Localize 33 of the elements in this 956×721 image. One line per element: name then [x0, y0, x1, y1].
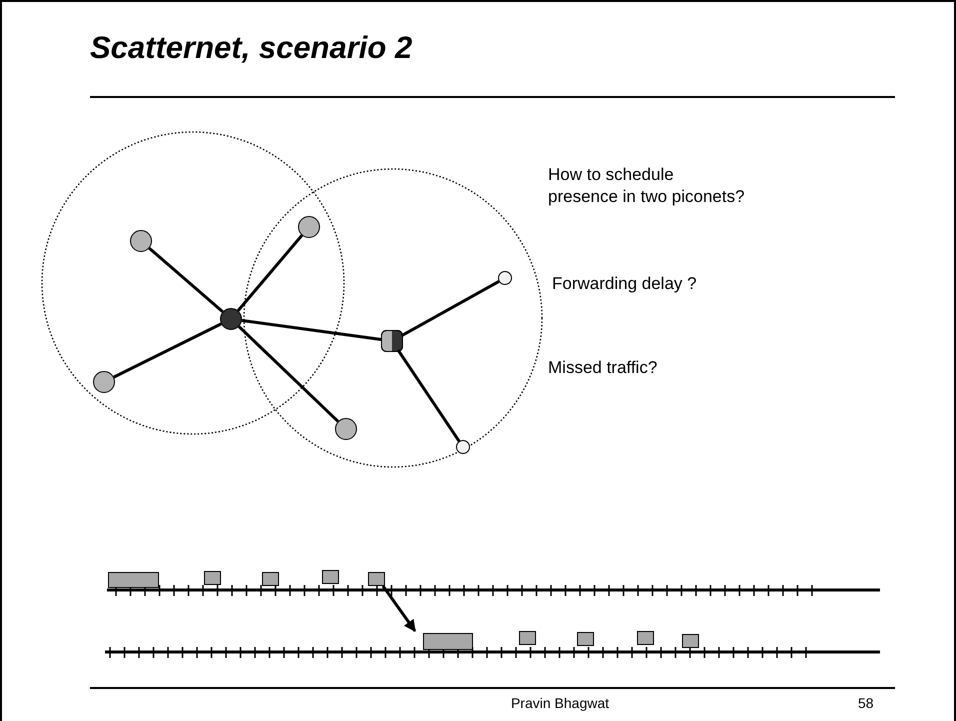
device-node	[298, 216, 320, 238]
link-line	[400, 280, 500, 337]
slot-box	[322, 570, 339, 584]
slot-box	[262, 572, 279, 586]
link-line	[396, 349, 460, 442]
bridge-node	[381, 330, 403, 352]
question-text: How to schedule presence in two piconets?	[548, 164, 746, 208]
slide-title: Scatternet, scenario 2	[90, 29, 412, 67]
device-node	[130, 230, 152, 252]
link-line	[148, 247, 224, 313]
device-node	[456, 440, 470, 454]
link-line	[242, 319, 382, 341]
question-text: Missed traffic?	[548, 357, 658, 379]
master-node	[220, 308, 242, 330]
link-line	[113, 322, 222, 378]
slot-box	[519, 631, 536, 645]
slot-box	[423, 633, 473, 650]
slot-box	[577, 632, 594, 646]
piconet-circle	[41, 131, 345, 435]
device-node	[335, 418, 357, 440]
question-text: Forwarding delay ?	[552, 273, 697, 295]
footer-text: Pravin Bhagwat	[510, 694, 610, 712]
slot-box	[108, 572, 159, 588]
arrow	[382, 585, 416, 632]
link-line	[238, 326, 340, 422]
slot-box	[368, 572, 385, 586]
page-number: 58	[858, 694, 874, 712]
slot-box	[204, 571, 221, 585]
slot-box	[682, 634, 699, 648]
link-line	[236, 234, 304, 312]
slot-box	[637, 631, 654, 645]
device-node	[93, 371, 115, 393]
device-node	[498, 271, 512, 285]
